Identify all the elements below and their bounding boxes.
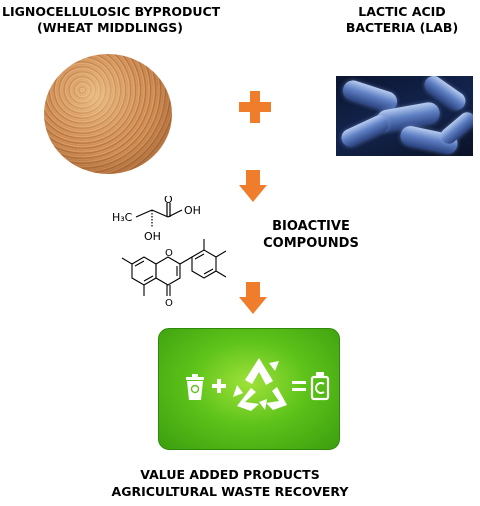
- down-arrow-icon: [239, 282, 267, 314]
- ring-oxygen-label: O: [165, 248, 173, 259]
- lab-label-line2: BACTERIA (LAB): [345, 20, 459, 35]
- equals-icon: [292, 381, 306, 391]
- byproduct-label-line1: LIGNOCELLULOSIC BYPRODUCT: [2, 4, 221, 19]
- plus-icon: [239, 91, 271, 123]
- bioactive-label-line1: BIOACTIVE: [272, 219, 350, 234]
- carbonyl-oxygen-label: O: [164, 196, 173, 206]
- lactic-acid-bacteria-image: [336, 76, 473, 156]
- ketone-oxygen-label: O: [165, 298, 173, 309]
- recycle-icon: [233, 358, 287, 411]
- lab-label: LACTIC ACID BACTERIA (LAB): [328, 4, 476, 36]
- plus-small-icon: [212, 379, 226, 393]
- acid-hydroxyl-label: OH: [184, 204, 201, 217]
- products-label: VALUE ADDED PRODUCTS AGRICULTURAL WASTE …: [110, 466, 350, 500]
- flavone-structure: O O: [121, 239, 227, 309]
- product-icon: [310, 372, 330, 401]
- products-label-line1: VALUE ADDED PRODUCTS: [140, 467, 320, 482]
- bioactive-label-line2: COMPOUNDS: [263, 236, 359, 251]
- lab-label-line1: LACTIC ACID: [358, 4, 446, 19]
- byproduct-label: LIGNOCELLULOSIC BYPRODUCT (WHEAT MIDDLIN…: [2, 4, 221, 36]
- hydroxyl-label: OH: [144, 230, 161, 243]
- waste-recovery-box: [158, 328, 340, 450]
- trash-bin-icon: [186, 374, 204, 400]
- wheat-middlings-image: [44, 54, 172, 174]
- products-label-line2: AGRICULTURAL WASTE RECOVERY: [111, 484, 349, 499]
- byproduct-label-line2: (WHEAT MIDDLINGS): [37, 20, 183, 35]
- bioactive-label: BIOACTIVE COMPOUNDS: [236, 218, 386, 252]
- lactic-acid-structure: H₃C OH O OH: [112, 196, 201, 243]
- down-arrow-icon: [239, 170, 267, 202]
- methyl-group-label: H₃C: [112, 211, 133, 224]
